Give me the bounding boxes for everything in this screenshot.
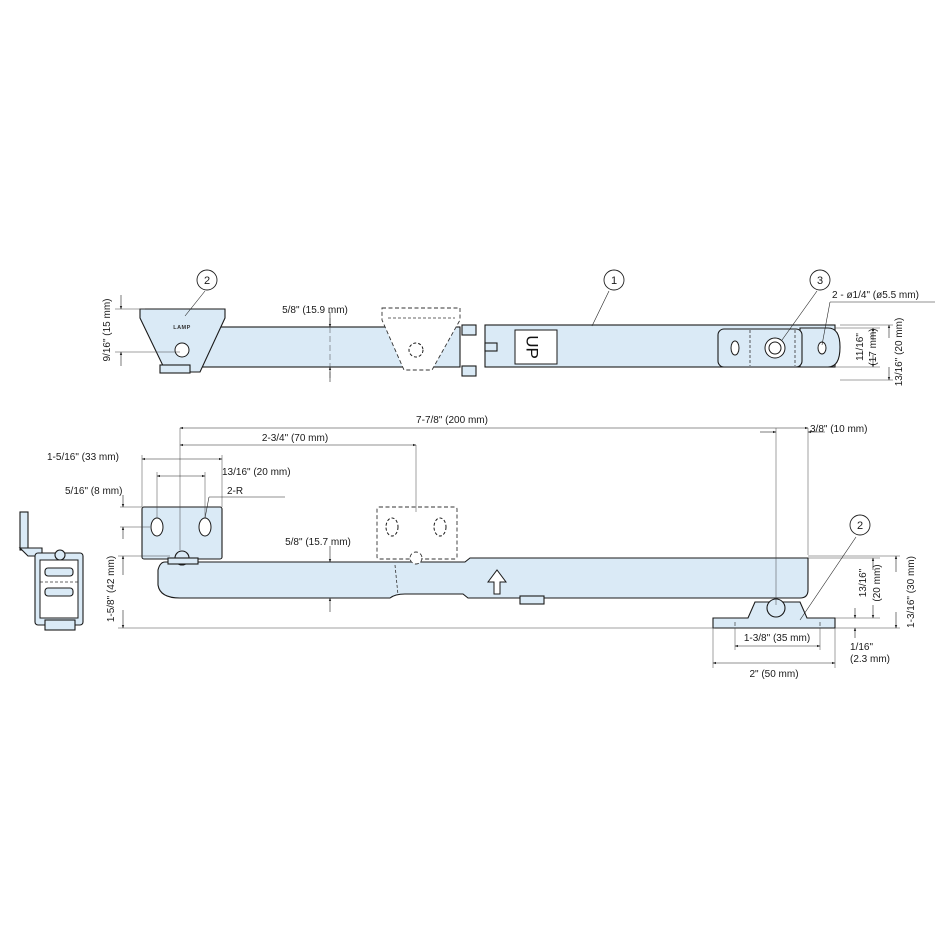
dim-foot-length: 2" (50 mm) <box>749 669 798 680</box>
dim-hole: 2 - ø1/4" (ø5.5 mm) <box>832 290 919 301</box>
front-arm <box>157 557 809 599</box>
top-bracket-hole <box>174 342 190 358</box>
bracket-base <box>167 557 199 565</box>
callout-circle <box>809 269 831 291</box>
logo-lamp: LAMP <box>173 325 191 331</box>
front-bracket-slot <box>150 517 164 537</box>
ghost-bracket <box>381 307 461 371</box>
dim-thickness-fraction: 1/16" <box>850 642 873 653</box>
tab <box>461 365 477 377</box>
side-flange <box>19 511 29 551</box>
top-bracket <box>139 308 226 373</box>
dim-thickness-metric: (2.3 mm) <box>850 654 890 665</box>
dim-bracket-length: 1-5/16" (33 mm) <box>47 452 119 463</box>
side-foot <box>44 619 76 631</box>
dim-bracket-offset: 2-3/4" (70 mm) <box>262 433 328 444</box>
pivot-plate <box>717 328 803 368</box>
front-callouts: 2 <box>799 514 871 621</box>
callout-foot-bracket: 2 <box>857 520 863 532</box>
front-bracket-slot <box>198 517 212 537</box>
top-view: UP LAMP <box>139 307 841 380</box>
dim-hole-spacing: 13/16" (20 mm) <box>222 467 291 478</box>
dim-arm-height: 5/8" (15.7 mm) <box>285 537 351 548</box>
dim-overall-height: 13/16" (20 mm) <box>894 318 905 387</box>
pivot-slot <box>730 340 740 356</box>
front-view <box>141 506 836 629</box>
dim-right-height-fraction: 13/16" <box>858 568 869 597</box>
dim-right-height-metric: (20 mm) <box>872 564 883 601</box>
dim-total-height: 1-5/8" (42 mm) <box>106 556 117 622</box>
callout-bracket: 2 <box>204 275 210 287</box>
dim-end-width-metric: (17 mm) <box>868 328 879 365</box>
dim-end-offset: 3/8" (10 mm) <box>810 424 867 435</box>
dim-foot-hole-spacing: 1-3/8" (35 mm) <box>744 633 810 644</box>
callout-circle <box>603 269 625 291</box>
callout-circle <box>196 269 218 291</box>
up-arrow-icon <box>487 569 507 595</box>
dim-bracket-height: 9/16" (15 mm) <box>102 298 113 361</box>
dim-radius: 2-R <box>227 486 243 497</box>
dim-arm-width: 5/8" (15.9 mm) <box>282 305 348 316</box>
front-tab <box>519 595 545 605</box>
up-label-box <box>514 329 558 365</box>
dim-right-total: 1-3/16" (30 mm) <box>906 556 917 628</box>
top-callouts: 2 1 3 <box>184 269 831 341</box>
side-view <box>18 511 84 631</box>
callout-arm: 1 <box>611 275 617 287</box>
top-bracket-foot <box>159 364 191 374</box>
front-view-dimensions: 7-7/8" (200 mm) 2-3/4" (70 mm) 3/8" (10 … <box>47 415 917 680</box>
top-view-dimensions: 9/16" (15 mm) 5/8" (15.9 mm) 2 - ø1/4" (… <box>102 290 935 386</box>
dim-overall-length: 7-7/8" (200 mm) <box>416 415 488 426</box>
dim-end-width-fraction: 11/16" <box>855 333 866 361</box>
tab <box>484 342 498 352</box>
callout-circle <box>849 514 871 536</box>
tab <box>461 324 477 336</box>
dim-hole-offset: 5/16" (8 mm) <box>65 486 122 497</box>
end-hole <box>817 341 827 355</box>
callout-pivot: 3 <box>817 275 823 287</box>
up-label: UP <box>523 335 542 359</box>
